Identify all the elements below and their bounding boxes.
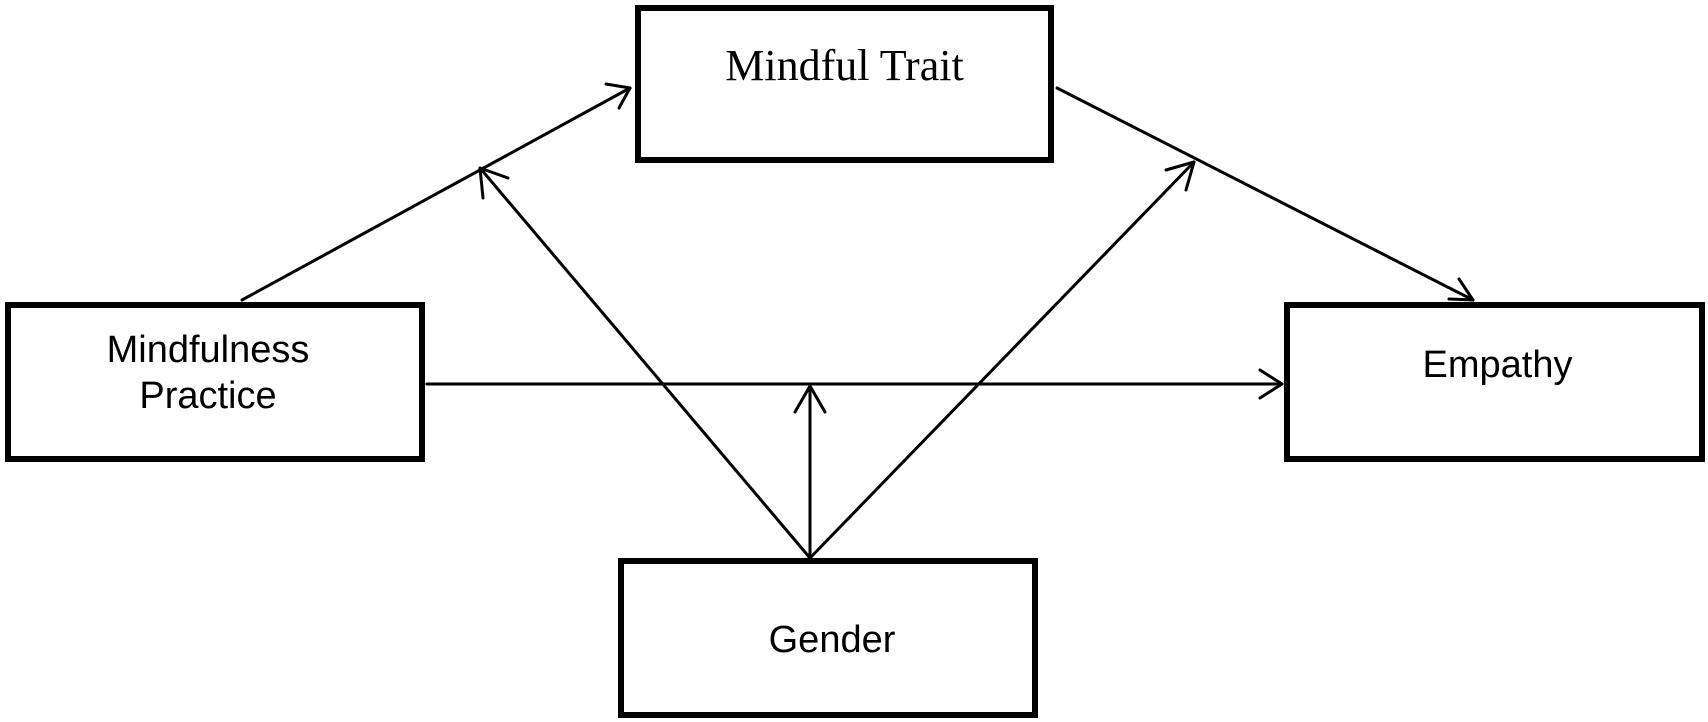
node-mindful-trait: Mindful Trait: [635, 5, 1054, 163]
node-label-mindful-trait: Mindful Trait: [725, 41, 964, 90]
arrow-gender-to-path-b: [808, 160, 1196, 560]
node-mindfulness-practice: Mindfulness Practice: [5, 302, 425, 462]
node-label-empathy: Empathy: [1422, 344, 1573, 386]
arrowhead-trait-to-empathy: [1447, 277, 1475, 302]
arrow-practice-to-trait: [240, 86, 632, 302]
arrowhead-gender-to-path-a: [478, 166, 510, 200]
arrowhead-gender-to-path-b: [1164, 160, 1196, 192]
node-gender: Gender: [618, 558, 1038, 718]
arrow-trait-to-empathy: [1055, 86, 1475, 302]
arrowhead-practice-to-empathy: [1258, 368, 1284, 400]
node-empathy: Empathy: [1284, 302, 1705, 462]
arrowhead-gender-to-path-c: [793, 384, 827, 414]
arrow-gender-to-path-a: [478, 166, 812, 560]
node-label-mindfulness-practice: Mindfulness Practice: [106, 329, 310, 417]
arrowhead-practice-to-trait: [604, 82, 632, 110]
node-label-gender: Gender: [768, 619, 896, 661]
